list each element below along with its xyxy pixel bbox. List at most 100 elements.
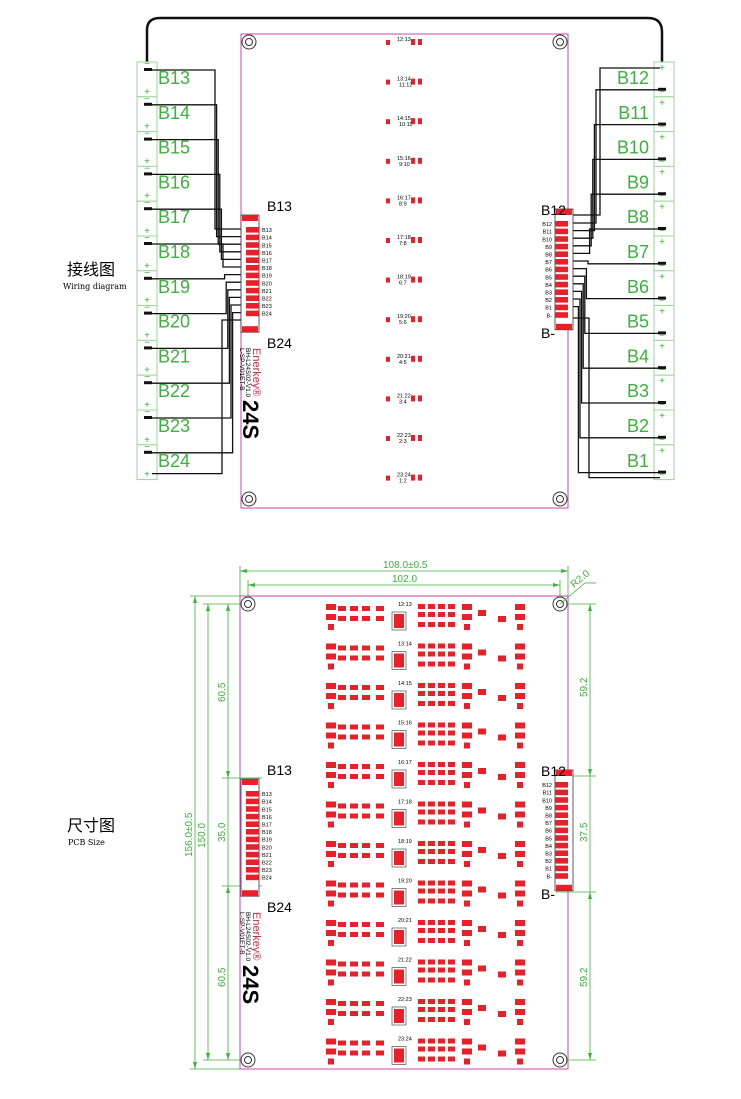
cell-plus-sign: + [659, 411, 665, 422]
channel-pad [411, 197, 415, 204]
smd-pad [438, 920, 445, 925]
pin-label: B2 [545, 298, 552, 304]
smd-pad [376, 922, 384, 927]
smd-pad [448, 898, 455, 904]
smd-pad [418, 1046, 425, 1052]
channel-pad [411, 237, 415, 243]
cell-minus-sign: − [144, 198, 150, 209]
connector-pin [246, 813, 259, 820]
cell-minus-sign: − [144, 303, 150, 314]
smd-pad [464, 821, 470, 828]
smd-pad [448, 612, 455, 617]
smd-pad [498, 813, 506, 820]
smd-pad [515, 811, 525, 818]
smd-pad [428, 683, 435, 688]
channel-pad [411, 157, 415, 164]
dim-hole-height: 150.0 [197, 823, 208, 848]
smd-pad [462, 959, 472, 966]
size-channel-label: 23:24 [398, 1037, 412, 1043]
pin-label: B1 [545, 867, 552, 873]
cell-label-b4: B4 [627, 346, 649, 366]
smd-pad [418, 643, 425, 649]
smd-pad [498, 892, 506, 899]
smd-pad [448, 841, 455, 846]
channel-pad [411, 395, 415, 402]
cell-plus-sign: + [144, 330, 150, 341]
smd-pad [362, 774, 370, 779]
smd-pad [498, 695, 506, 701]
smd-pad [448, 920, 455, 925]
pin-label: B19 [262, 274, 272, 280]
smd-pad [517, 663, 523, 670]
wire-b5 [568, 275, 660, 335]
wire-b3 [568, 290, 660, 404]
channel-pad [386, 277, 390, 283]
dim-right-conn: 37.5 [579, 822, 590, 842]
smd-pad [462, 1009, 472, 1015]
smd-pad [517, 1058, 523, 1065]
cell-plus-sign: + [659, 307, 665, 318]
smd-pad [448, 691, 455, 696]
smd-pad [428, 880, 435, 886]
wire-b24 [152, 311, 246, 454]
smd-pad [418, 762, 425, 767]
smd-pad [350, 853, 358, 858]
pin-label: B13 [262, 228, 272, 234]
smd-pad [462, 643, 472, 650]
smd-pad [462, 801, 472, 808]
ic-pad [394, 969, 404, 984]
smd-pad [350, 922, 358, 927]
smd-pad [418, 880, 425, 886]
mount-hole-tr [552, 34, 568, 50]
smd-pad [326, 930, 336, 936]
channel-pad [411, 355, 415, 362]
pin-label: B23 [262, 304, 272, 310]
cell-minus-sign: − [659, 400, 665, 411]
cell-plus-sign: + [144, 87, 150, 98]
smd-pad [328, 861, 334, 867]
cell-minus-sign: − [144, 129, 150, 140]
connector-pin [246, 836, 259, 843]
smd-pad [515, 683, 525, 689]
cell-minus-sign: − [144, 163, 150, 174]
pin-label: B- [547, 313, 553, 319]
connector-pin [555, 797, 568, 803]
smd-pad [418, 977, 425, 983]
connector-pin [246, 867, 259, 873]
cell-label-b15: B15 [158, 138, 190, 158]
smd-pad [418, 780, 425, 785]
smd-pad [515, 851, 525, 857]
dim-outer-width: 108.0±0.5 [383, 560, 428, 571]
smd-pad [326, 841, 336, 847]
connector-bottom-label: B24 [267, 899, 292, 915]
cell-neg-terminal [144, 137, 152, 141]
smd-pad [428, 801, 435, 807]
smd-pad [428, 1017, 435, 1022]
cell-plus-sign: + [144, 191, 150, 202]
cell-neg-terminal [658, 122, 666, 126]
smd-pad [448, 643, 455, 649]
pin-label: B14 [262, 800, 272, 806]
channel-pad [386, 436, 390, 441]
smd-pad [462, 1038, 472, 1045]
connector-pin [555, 266, 568, 273]
smd-pad [350, 774, 358, 779]
connector-top-label: B12 [541, 202, 566, 218]
mount-hole-br [552, 491, 568, 507]
smd-pad [448, 959, 455, 965]
smd-pad [448, 770, 455, 775]
right-wire-harness [568, 67, 660, 479]
channel-label: 20:21 [397, 354, 411, 360]
smd-pad [428, 604, 435, 609]
channel-sublabel: 5:6 [399, 320, 407, 326]
smd-pad [418, 888, 425, 894]
smd-pad [438, 762, 445, 767]
smd-pad [418, 722, 425, 728]
channel-label: 16:17 [397, 195, 411, 201]
smd-pad [448, 762, 455, 767]
smd-pad [464, 900, 470, 907]
cell-minus-sign: − [659, 191, 665, 202]
smd-pad [418, 740, 425, 746]
smd-pad [326, 999, 336, 1005]
